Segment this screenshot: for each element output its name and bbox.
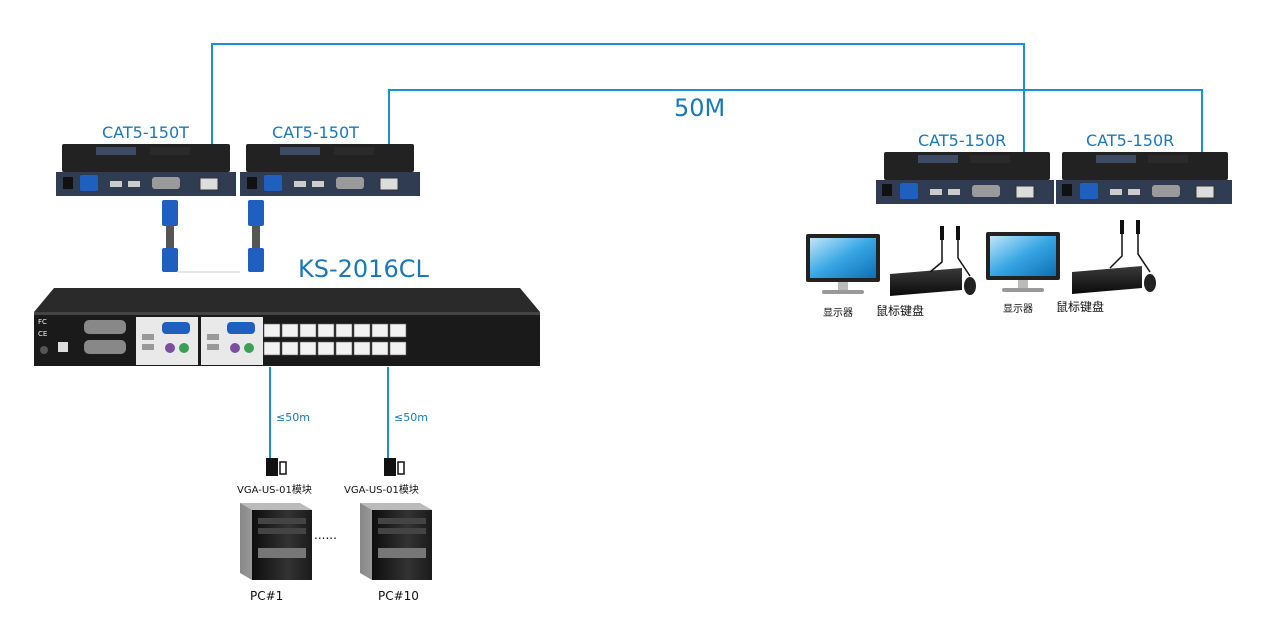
transmitter-2-label: CAT5-150T — [272, 123, 359, 142]
module-2-label: VGA-US-01模块 — [344, 485, 419, 496]
vga-module-1 — [266, 458, 287, 476]
rj45-port-grid — [263, 323, 407, 356]
receiver-2-label: CAT5-150R — [1086, 131, 1175, 150]
pc-tower-1 — [240, 503, 312, 580]
switch-model-label: KS-2016CL — [298, 255, 429, 283]
cat5-cable-lines — [211, 43, 1203, 458]
module-1-label: VGA-US-01模块 — [237, 485, 312, 496]
ellipsis-label: ...... — [314, 528, 337, 542]
distance-label-2: ≤50m — [394, 411, 428, 424]
svg-text:CE: CE — [38, 330, 47, 338]
pc-tower-10 — [360, 503, 432, 580]
distance-label-1: ≤50m — [276, 411, 310, 424]
transmitter-1-label: CAT5-150T — [102, 123, 189, 142]
receiver-1-label: CAT5-150R — [918, 131, 1007, 150]
transmitter-2-device — [240, 144, 420, 196]
monitor-1-label: 显示器 — [823, 308, 853, 319]
pc-1-label: PC#1 — [250, 589, 284, 603]
transmitter-1-device — [56, 144, 236, 196]
vga-connector-cable-1 — [162, 200, 240, 273]
cable-tx2-to-rx2 — [388, 89, 1203, 190]
svg-text:FC: FC — [38, 318, 47, 326]
monitor-1-icon — [806, 234, 880, 294]
cable-length-label: 50M — [674, 94, 726, 122]
monitor-2-label: 显示器 — [1003, 304, 1033, 315]
keyboard-mouse-1-label: 鼠标键盘 — [876, 304, 925, 318]
cable-tx1-to-rx1 — [211, 43, 1025, 190]
pc-10-label: PC#10 — [378, 589, 419, 603]
monitor-2-icon — [986, 232, 1060, 292]
kvm-switch-device: FC CE — [34, 288, 540, 366]
receiver-2-device — [1056, 152, 1232, 204]
keyboard-mouse-2-label: 鼠标键盘 — [1056, 300, 1105, 314]
vga-connector-cable-2 — [248, 200, 264, 272]
keyboard-mouse-2-icon — [1072, 220, 1156, 294]
keyboard-mouse-1-icon — [890, 226, 976, 296]
receiver-1-device — [876, 152, 1054, 204]
vga-module-2 — [384, 458, 405, 476]
